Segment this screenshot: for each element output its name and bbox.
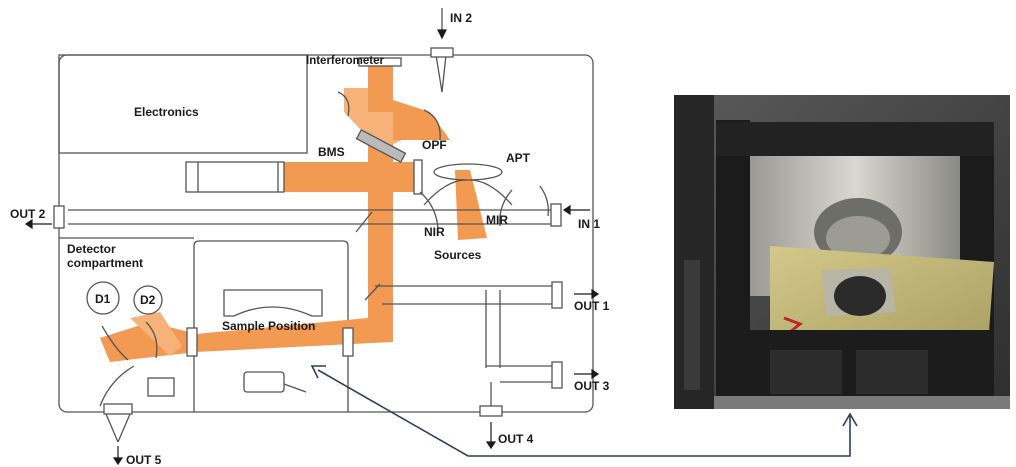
label-nir: NIR xyxy=(424,225,445,239)
label-in1: IN 1 xyxy=(578,217,600,231)
label-electronics: Electronics xyxy=(134,105,199,119)
out4-arrow-head xyxy=(487,442,495,448)
photo-left-rail xyxy=(684,260,700,390)
out4-window xyxy=(480,406,502,416)
in2-cone-right xyxy=(442,55,446,92)
label-out5: OUT 5 xyxy=(126,453,162,467)
out2-window xyxy=(54,206,64,228)
out5-window xyxy=(104,404,132,414)
in2-cone-left xyxy=(436,55,442,92)
in2-arrow-head xyxy=(438,30,446,38)
out1-window xyxy=(552,282,562,308)
holder-frame-top xyxy=(716,122,994,156)
label-interferometer: Interferometer xyxy=(306,55,384,67)
out5-cone-right xyxy=(118,414,130,442)
label-in2: IN 2 xyxy=(450,11,472,25)
out3-window xyxy=(552,362,562,388)
side-mirror-housing xyxy=(186,162,284,192)
label-apt: APT xyxy=(506,151,531,165)
label-d1: D1 xyxy=(95,292,111,306)
label-d2: D2 xyxy=(140,293,156,307)
label-detector-line2: compartment xyxy=(67,256,143,270)
out3-arrow-head xyxy=(592,370,598,378)
beam-source-to-opf xyxy=(393,100,450,140)
sample-window-right xyxy=(343,328,353,356)
sample-accessory-box xyxy=(244,372,284,392)
sample-powder-spot xyxy=(834,276,886,316)
label-mir: MIR xyxy=(486,213,508,227)
sample-window-left xyxy=(187,328,197,356)
in1-window xyxy=(551,204,561,226)
out2-arrow-head xyxy=(26,220,32,228)
holder-base xyxy=(716,330,994,400)
label-sources: Sources xyxy=(434,248,482,262)
sample-holder-outline xyxy=(224,290,322,316)
detector-lower-mirror xyxy=(100,366,134,406)
in1-arrow-head xyxy=(564,206,570,214)
label-out4: OUT 4 xyxy=(498,432,534,446)
diagram-labels: IN 2 Interferometer Electronics BMS OPF … xyxy=(10,11,610,467)
source-mirror-right xyxy=(540,186,548,216)
sample-holder-photo xyxy=(674,95,1010,409)
in2-window xyxy=(431,48,453,57)
connector-head-sample xyxy=(312,366,326,378)
out1-arrow-head xyxy=(592,290,598,298)
electronics-box xyxy=(59,55,307,153)
beam-interferometer-horizontal xyxy=(284,162,419,192)
label-out2: OUT 2 xyxy=(10,207,46,221)
out5-cone-left xyxy=(106,414,118,442)
label-sample-position: Sample Position xyxy=(222,319,315,333)
detector-lower-box xyxy=(148,378,174,396)
label-detector-line1: Detector xyxy=(67,242,116,256)
label-out3: OUT 3 xyxy=(574,379,610,393)
fixed-mirror xyxy=(414,160,422,194)
holder-base-slot-left xyxy=(770,350,842,394)
label-bms: BMS xyxy=(318,145,345,159)
label-opf: OPF xyxy=(422,138,447,152)
sample-accessory-cable xyxy=(284,384,306,392)
out5-arrow-head xyxy=(114,458,122,464)
photo-floor xyxy=(714,396,1010,409)
label-out1: OUT 1 xyxy=(574,299,610,313)
holder-base-slot-right xyxy=(856,350,928,394)
